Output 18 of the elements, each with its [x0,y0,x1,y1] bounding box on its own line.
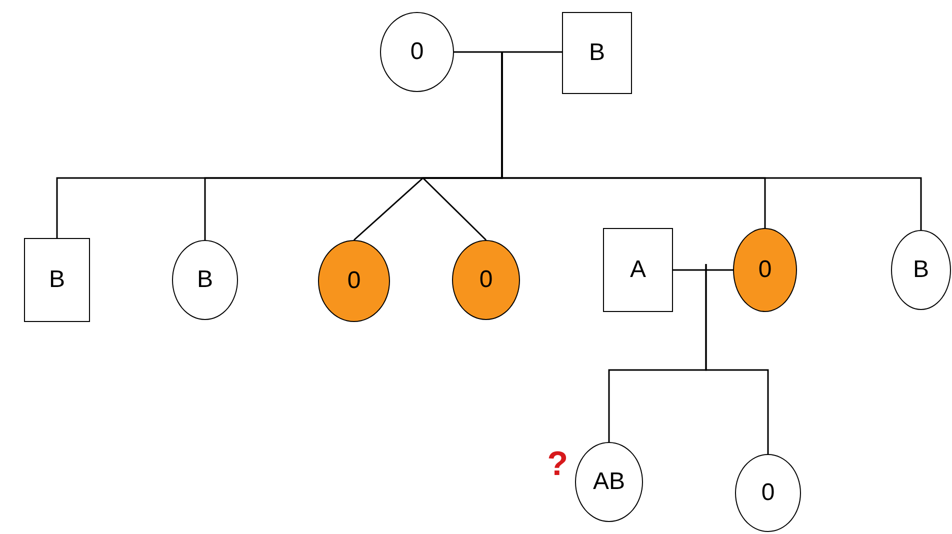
blood-type-label: 0 [758,258,772,282]
blood-type-label: B [196,268,213,292]
blood-type-label: 0 [761,481,775,505]
question-mark: ? [547,447,568,481]
blood-type-label: B [588,41,605,65]
blood-type-label: AB [592,470,625,494]
pedigree-line [673,269,733,271]
blood-type-label: 0 [410,40,424,64]
male-square [24,238,90,322]
blood-type-label: B [48,268,65,292]
pedigree-line [454,51,562,53]
blood-type-label: B [912,258,929,282]
blood-type-label: 0 [347,269,361,293]
male-square [562,12,632,94]
blood-type-label: A [630,258,646,282]
pedigree-line [705,264,769,454]
male-square [603,228,673,312]
blood-type-label: 0 [479,268,493,292]
